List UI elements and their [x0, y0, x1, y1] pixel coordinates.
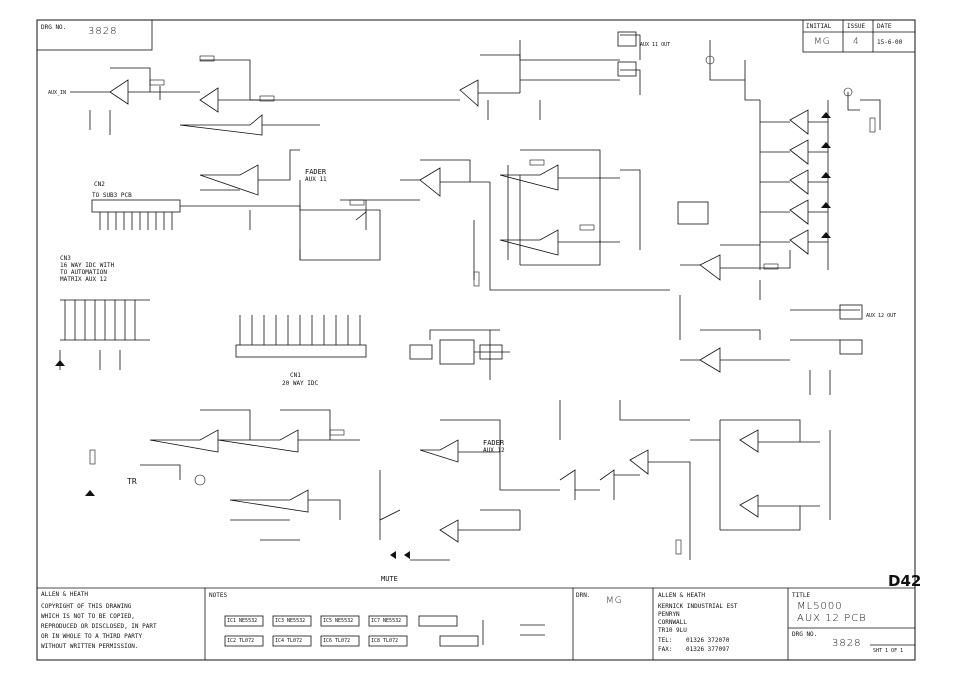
- issue-value: 4: [853, 37, 860, 47]
- sheet-code: D42: [888, 572, 922, 590]
- fader-aux11-sub: AUX 11: [305, 176, 327, 183]
- fader-aux11-label: FADER: [305, 168, 327, 176]
- note-ic-5: IC5 NE5532: [323, 618, 354, 624]
- cn2-desc: TO SUB3 PCB: [92, 192, 132, 199]
- tb-tel: 01326 372070: [686, 637, 730, 644]
- tb-drn: MG: [606, 596, 623, 606]
- tb-dwg-no-label: DRG NO.: [792, 631, 818, 638]
- tb-dwg-no: 3828: [832, 638, 862, 649]
- cn3-label: CN3: [60, 255, 71, 262]
- tb-sheet-ref: SHT 1 OF 1: [873, 648, 904, 654]
- fader-aux12-sub: AUX 12: [483, 447, 505, 454]
- cn3-desc-2: TO AUTOMATION: [60, 269, 107, 276]
- cn1-label: CN1: [290, 372, 301, 379]
- date-value: 15-6-00: [877, 39, 903, 46]
- tb-drn-label: DRN.: [576, 592, 591, 599]
- tb-address-3: PENRYN: [658, 611, 680, 618]
- tb-copyright-1: COPYRIGHT OF THIS DRAWING: [41, 603, 132, 610]
- tb-title-label: TITLE: [792, 592, 811, 599]
- tb-address-5: TR10 9LU: [658, 627, 687, 634]
- fader-aux12-label: FADER: [483, 439, 505, 447]
- aux-in-label: AUX_IN: [48, 90, 67, 96]
- tb-notes-label: NOTES: [209, 592, 228, 599]
- note-ic-7: IC7 NE5532: [371, 618, 402, 624]
- issue-label: ISSUE: [847, 23, 866, 30]
- cn3-desc-1: 16 WAY IDC WITH: [60, 262, 115, 269]
- tr-label: TR: [127, 477, 137, 486]
- dwg-no-label: DRG NO.: [41, 24, 67, 31]
- tb-address-1: ALLEN & HEATH: [658, 592, 705, 599]
- tb-title-1: ML5000: [797, 601, 843, 612]
- tb-fax-label: FAX:: [658, 646, 673, 653]
- cn3-desc-3: MATRIX AUX 12: [60, 276, 107, 283]
- note-ic-8: IC8 TL072: [371, 638, 399, 644]
- tb-copyright-5: WITHOUT WRITTEN PERMISSION.: [41, 643, 139, 650]
- tb-title-2: AUX 12 PCB: [797, 613, 867, 624]
- initial-label: INITIAL: [806, 23, 832, 30]
- tb-address-4: CORNWALL: [658, 619, 687, 626]
- mute-label: MUTE: [381, 575, 398, 583]
- tb-company: ALLEN & HEATH: [41, 591, 88, 598]
- aux11-out-label: AUX 11 OUT: [640, 42, 671, 48]
- note-ic-3: IC3 NE5532: [275, 618, 306, 624]
- tb-tel-label: TEL:: [658, 637, 673, 644]
- cn1-desc: 20 WAY IDC: [282, 380, 319, 387]
- tb-copyright-4: OR IN WHOLE TO A THIRD PARTY: [41, 633, 143, 640]
- tb-copyright-2: WHICH IS NOT TO BE COPIED,: [41, 613, 135, 620]
- dwg-no: 3828: [88, 26, 118, 37]
- note-ic-2: IC2 TL072: [227, 638, 255, 644]
- tb-address-2: KERNICK INDUSTRIAL EST: [658, 603, 738, 610]
- note-ic-4: IC4 TL072: [275, 638, 303, 644]
- aux12-out-label: AUX 12 OUT: [866, 313, 897, 319]
- cn2-label: CN2: [94, 181, 105, 188]
- initial-value: MG: [814, 37, 831, 47]
- note-ic-6: IC6 TL072: [323, 638, 351, 644]
- date-label: DATE: [877, 23, 892, 30]
- tb-fax: 01326 377097: [686, 646, 730, 653]
- tb-copyright-3: REPRODUCED OR DISCLOSED, IN PART: [41, 623, 157, 630]
- note-ic-1: IC1 NE5532: [227, 618, 258, 624]
